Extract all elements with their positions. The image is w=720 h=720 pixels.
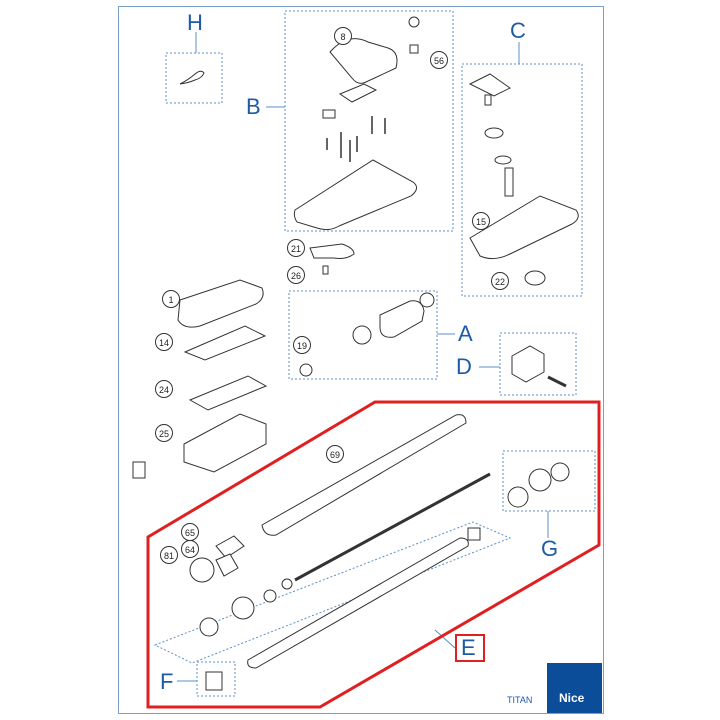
callout-64: 64 xyxy=(181,540,199,558)
highlight-outline xyxy=(146,400,601,709)
group-label-f: F xyxy=(160,669,174,694)
group-label-d: D xyxy=(456,354,472,379)
ring-a xyxy=(419,292,435,308)
group-label-b: B xyxy=(246,94,261,119)
knob-part xyxy=(408,16,420,28)
base-housing-c xyxy=(469,195,579,260)
group-label-g: G xyxy=(541,536,559,561)
bearing-e xyxy=(231,596,255,620)
oring-81 xyxy=(189,557,215,583)
group-b-box xyxy=(284,10,454,232)
end-plug-e xyxy=(467,527,481,541)
gear-19 xyxy=(299,363,313,377)
cover-1 xyxy=(177,279,264,328)
group-c-box xyxy=(461,63,583,297)
screw-26 xyxy=(322,265,329,275)
callout-24: 24 xyxy=(155,380,173,398)
spindle-part xyxy=(504,167,514,197)
bracket-65 xyxy=(215,535,245,559)
cap-g xyxy=(550,462,570,482)
plate-24 xyxy=(188,375,268,411)
callout-14: 14 xyxy=(155,333,173,351)
gear-e xyxy=(199,617,219,637)
callout-65: 65 xyxy=(181,523,199,541)
switch-block xyxy=(338,83,378,103)
tube-69 xyxy=(261,414,467,536)
shaft-part xyxy=(484,94,492,106)
base-housing-b xyxy=(293,159,417,231)
tube-e xyxy=(247,537,469,669)
group-label-c: C xyxy=(510,18,526,43)
group-label-e: E xyxy=(461,635,476,660)
model-name: TITAN xyxy=(507,695,533,705)
callout-21: 21 xyxy=(287,239,305,257)
washer-e1 xyxy=(263,589,277,603)
group-d-box xyxy=(499,332,577,396)
disc-a xyxy=(352,325,372,345)
callout-15: 15 xyxy=(472,212,490,230)
flange-g xyxy=(528,468,552,492)
motor-a xyxy=(379,300,425,338)
gear-c xyxy=(524,270,546,286)
drawing-frame xyxy=(118,6,604,714)
group-label-a: A xyxy=(458,321,473,346)
bearing-c xyxy=(484,127,504,139)
group-h-box xyxy=(165,52,223,104)
bushing-part xyxy=(409,44,419,54)
pin-part xyxy=(179,70,205,85)
callout-56: 56 xyxy=(430,51,448,69)
callout-8: 8 xyxy=(334,27,352,45)
cam-plate-21 xyxy=(309,243,355,259)
bracket-d xyxy=(511,345,545,383)
coupler-f xyxy=(205,671,223,691)
group-a-box xyxy=(288,290,438,380)
callout-81: 81 xyxy=(160,546,178,564)
group-e-box xyxy=(153,521,512,664)
clip-64 xyxy=(215,553,239,577)
ring-g xyxy=(507,486,529,508)
group-label-h: H xyxy=(187,10,203,35)
top-bracket-c xyxy=(468,73,511,97)
cap-part xyxy=(132,461,146,479)
brand-logo: Nice xyxy=(547,663,602,713)
callout-22: 22 xyxy=(491,272,509,290)
housing-25 xyxy=(183,413,267,473)
washer-e2 xyxy=(281,578,293,590)
callout-1: 1 xyxy=(162,290,180,308)
small-block xyxy=(322,109,336,119)
washer-c xyxy=(494,155,512,165)
group-e-highlight-box xyxy=(455,634,485,662)
bolt-d xyxy=(547,375,567,388)
callout-25: 25 xyxy=(155,424,173,442)
group-g-box xyxy=(502,450,596,512)
callout-69: 69 xyxy=(326,445,344,463)
plate-14 xyxy=(183,325,267,361)
handle-bracket xyxy=(329,38,398,84)
callout-19: 19 xyxy=(293,336,311,354)
rod-part xyxy=(294,472,491,582)
brand-name: Nice xyxy=(559,691,585,705)
callout-26: 26 xyxy=(287,266,305,284)
